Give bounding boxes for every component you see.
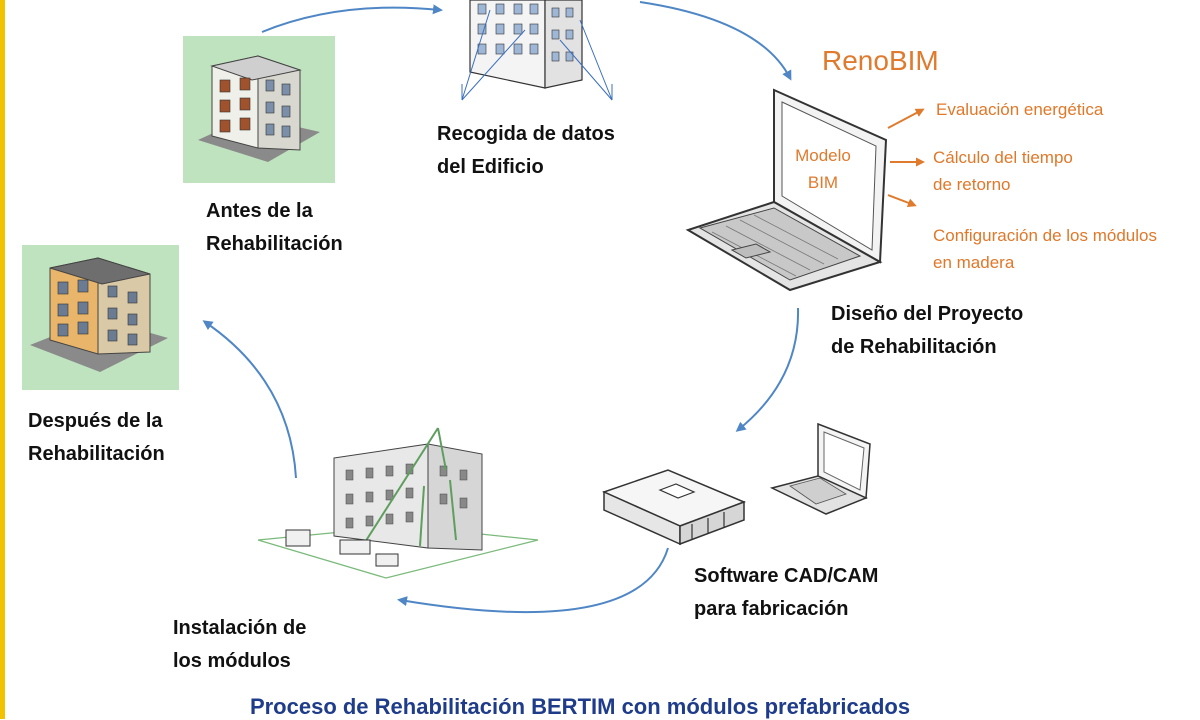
output-payback-line-2: de retorno (933, 175, 1011, 194)
install-line-2: los módulos (173, 650, 291, 672)
output-modules-line-1: Configuración de los módulos (933, 226, 1157, 245)
arrow-install-to-after (202, 320, 297, 479)
install-line-1: Instalación de (173, 617, 307, 639)
design-line-1: Diseño del Proyecto (831, 303, 1024, 325)
before-line-2: Rehabilitación (206, 233, 343, 255)
cadcam-line-2: para fabricación (694, 598, 849, 620)
output-module-config: Configuración de los módulos en madera (933, 222, 1157, 276)
small-laptop-icon (769, 422, 871, 515)
arrow-output-energy (887, 108, 925, 129)
arrow-data-to-design (639, 1, 792, 81)
cadcam-line-1: Software CAD/CAM (694, 565, 879, 587)
installation-scene-image (257, 427, 539, 579)
step-cadcam-label: Software CAD/CAM para fabricación (694, 560, 878, 626)
design-line-2: de Rehabilitación (831, 336, 997, 358)
left-accent-rule (0, 0, 5, 719)
step-install-label: Instalación de los módulos (173, 612, 306, 678)
laptop-bim-icon (685, 88, 888, 292)
before-line-1: Antes de la (206, 200, 313, 222)
survey-building-icon (461, 0, 613, 101)
screen-line-1: Modelo (795, 146, 851, 165)
output-energy-line-1: Evaluación energética (936, 100, 1104, 119)
arrow-output-modules (887, 194, 917, 208)
building-after-image (22, 245, 179, 390)
after-line-1: Después de la (28, 410, 163, 432)
diagram-caption: Proceso de Rehabilitación BERTIM con mód… (249, 694, 911, 719)
after-line-2: Rehabilitación (28, 443, 165, 465)
data-collection-line-2: del Edificio (437, 156, 544, 178)
building-before-image (183, 36, 335, 183)
arrow-design-to-cadcam (735, 307, 800, 432)
output-payback-line-1: Cálculo del tiempo (933, 148, 1073, 167)
step-design-label: Diseño del Proyecto de Rehabilitación (831, 298, 1023, 364)
data-collection-line-1: Recogida de datos (437, 123, 615, 145)
step-after-label: Después de la Rehabilitación (28, 405, 165, 471)
output-payback-time: Cálculo del tiempo de retorno (933, 144, 1073, 198)
renobim-brand: RenoBIM (822, 45, 939, 76)
arrow-cadcam-to-install (397, 547, 669, 614)
step-before-label: Antes de la Rehabilitación (206, 195, 343, 261)
step-data-collection-label: Recogida de datos del Edificio (437, 118, 615, 184)
output-modules-line-2: en madera (933, 253, 1015, 272)
screen-line-2: BIM (807, 173, 839, 192)
screen-bim-label: Modelo BIM (786, 142, 860, 196)
arrow-before-to-data (261, 4, 443, 33)
prefab-module-icon (601, 469, 747, 546)
output-energy-evaluation: Evaluación energética (936, 96, 1103, 123)
